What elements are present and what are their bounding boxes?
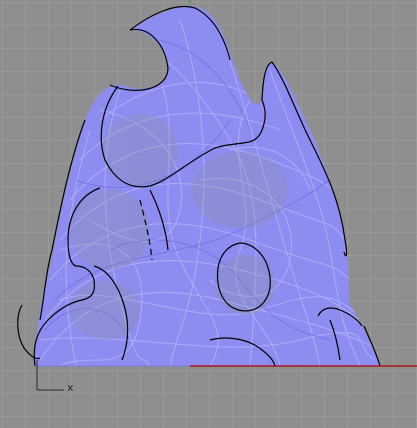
x-axis-gizmo-label: x — [67, 381, 74, 394]
axis-gizmo-icon — [36, 360, 64, 391]
wireframe-mesh — [35, 6, 380, 366]
outline-curves — [17, 6, 381, 367]
